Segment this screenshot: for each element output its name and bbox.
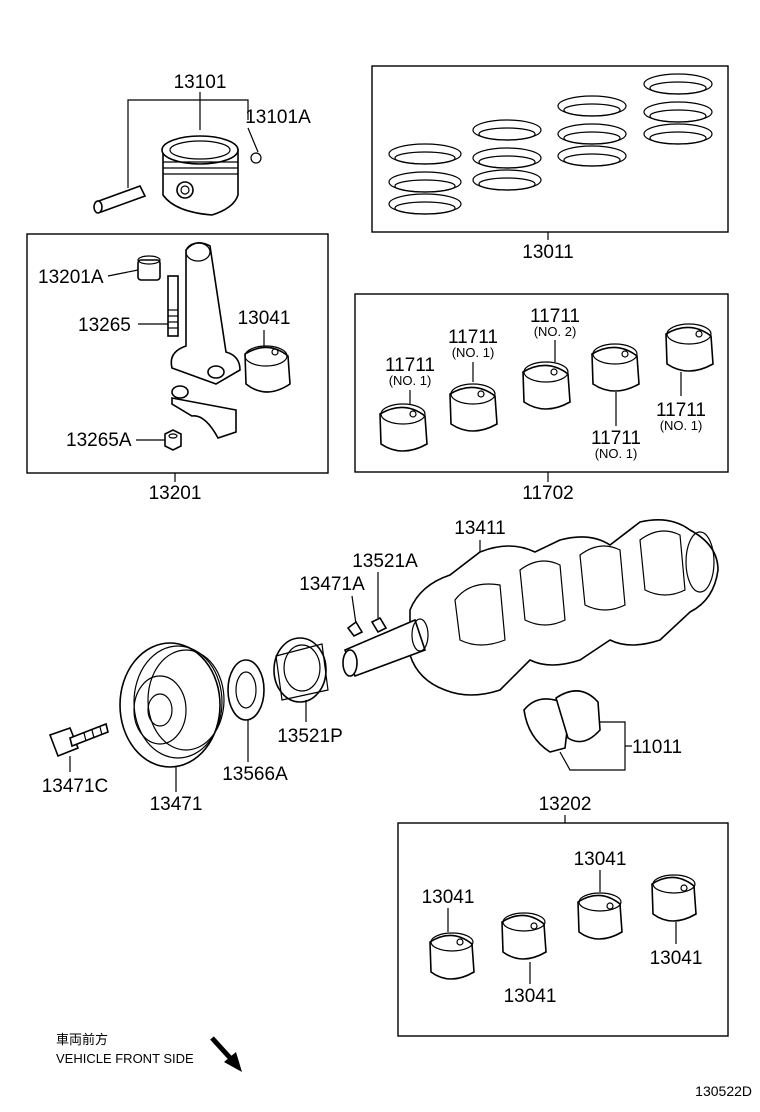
label-13521A[interactable]: 13521A bbox=[352, 551, 418, 572]
label-m1[interactable]: 13041 bbox=[422, 887, 475, 908]
diagram-code: 130522D bbox=[695, 1083, 752, 1099]
label-13411[interactable]: 13411 bbox=[454, 518, 505, 539]
thrust-washer-group: 11011 bbox=[523, 690, 682, 771]
label-13471A[interactable]: 13471A bbox=[299, 574, 365, 595]
rod-bushing-illustration bbox=[137, 255, 161, 281]
ring-stack-2 bbox=[472, 119, 542, 191]
label-13201A[interactable]: 13201A bbox=[38, 267, 104, 288]
label-13041-rod[interactable]: 13041 bbox=[238, 308, 291, 329]
ring-stack-3 bbox=[557, 95, 627, 167]
thrust-washer-illustration bbox=[523, 690, 601, 753]
label-b3-sub: (NO. 2) bbox=[534, 324, 577, 339]
piston-pin-illustration bbox=[93, 185, 147, 214]
label-b5-num[interactable]: 11711 bbox=[656, 400, 706, 421]
direction-jp-label: 車両前方 bbox=[56, 1032, 108, 1047]
footer: 車両前方 VEHICLE FRONT SIDE 130522D bbox=[56, 1032, 752, 1099]
label-13471[interactable]: 13471 bbox=[150, 794, 203, 815]
crankshaft-illustration bbox=[342, 519, 719, 696]
label-b2-sub: (NO. 1) bbox=[452, 345, 495, 360]
pulley-bolt-illustration bbox=[48, 722, 109, 758]
snap-ring-illustration bbox=[247, 127, 262, 164]
label-13265A[interactable]: 13265A bbox=[66, 430, 132, 451]
crankshaft-group: 13411 13521A 13471A bbox=[299, 518, 719, 696]
label-13101[interactable]: 13101 bbox=[174, 72, 227, 93]
main-bearing-2-illustration bbox=[449, 383, 498, 432]
oil-seal-illustration bbox=[227, 659, 265, 721]
piston-illustration bbox=[161, 135, 239, 216]
main-bearing-m2-illustration bbox=[501, 912, 547, 960]
main-bearing-5-illustration bbox=[665, 323, 714, 372]
label-m3[interactable]: 13041 bbox=[574, 849, 627, 870]
main-bearing-1-illustration bbox=[379, 403, 428, 452]
label-b5-sub: (NO. 1) bbox=[660, 418, 703, 433]
rod-nut-illustration bbox=[164, 429, 182, 451]
label-b4-sub: (NO. 1) bbox=[595, 446, 638, 461]
label-b4-num[interactable]: 11711 bbox=[591, 428, 641, 449]
ring-stack-1 bbox=[388, 143, 462, 215]
label-m4[interactable]: 13041 bbox=[650, 948, 703, 969]
label-b3-num[interactable]: 11711 bbox=[530, 306, 580, 327]
crank-pulley-illustration bbox=[119, 642, 225, 768]
key-illustrations bbox=[346, 616, 388, 638]
label-13521P[interactable]: 13521P bbox=[277, 726, 343, 747]
front-direction-arrow-icon bbox=[210, 1036, 242, 1072]
label-13566A[interactable]: 13566A bbox=[222, 764, 288, 785]
main-bearing-box: 13202 13041 13041 13041 bbox=[397, 794, 729, 1037]
main-bearing-m4-illustration bbox=[651, 874, 697, 922]
label-b1-sub: (NO. 1) bbox=[389, 373, 432, 388]
main-bearing-3-illustration bbox=[522, 361, 571, 410]
connecting-rod-illustration bbox=[170, 242, 241, 439]
label-13202[interactable]: 13202 bbox=[539, 794, 592, 815]
label-b1-num[interactable]: 11711 bbox=[385, 355, 435, 376]
direction-en-label: VEHICLE FRONT SIDE bbox=[56, 1051, 194, 1066]
label-m2[interactable]: 13041 bbox=[504, 986, 557, 1007]
label-13101A[interactable]: 13101A bbox=[245, 107, 311, 128]
timing-sprocket-illustration bbox=[273, 637, 329, 703]
crankshaft-bearing-box: 11711 (NO. 1) 11711 (NO. 1) 11711 (NO. 2… bbox=[354, 293, 729, 504]
label-13265[interactable]: 13265 bbox=[78, 315, 131, 336]
rod-bearing-illustration bbox=[244, 345, 291, 393]
rod-bolt-illustration bbox=[167, 275, 179, 337]
piston-ring-set-box: 13011 bbox=[371, 65, 729, 263]
label-11011[interactable]: 11011 bbox=[632, 737, 682, 758]
label-13471C[interactable]: 13471C bbox=[42, 776, 109, 797]
connecting-rod-box: 13201A 13265 13041 13265A bbox=[26, 233, 329, 504]
main-bearing-4-illustration bbox=[591, 343, 640, 392]
main-bearing-m1-illustration bbox=[429, 932, 475, 980]
label-11702[interactable]: 11702 bbox=[522, 483, 573, 504]
main-bearing-m3-illustration bbox=[577, 892, 623, 940]
label-13201[interactable]: 13201 bbox=[149, 483, 202, 504]
piston-assembly: 13101 13101A bbox=[93, 72, 311, 216]
label-b2-num[interactable]: 11711 bbox=[448, 327, 498, 348]
label-13011[interactable]: 13011 bbox=[522, 242, 573, 263]
crank-pulley-group: 13521P 13566A 13471 13471C bbox=[42, 637, 343, 815]
ring-stack-4 bbox=[643, 73, 713, 145]
